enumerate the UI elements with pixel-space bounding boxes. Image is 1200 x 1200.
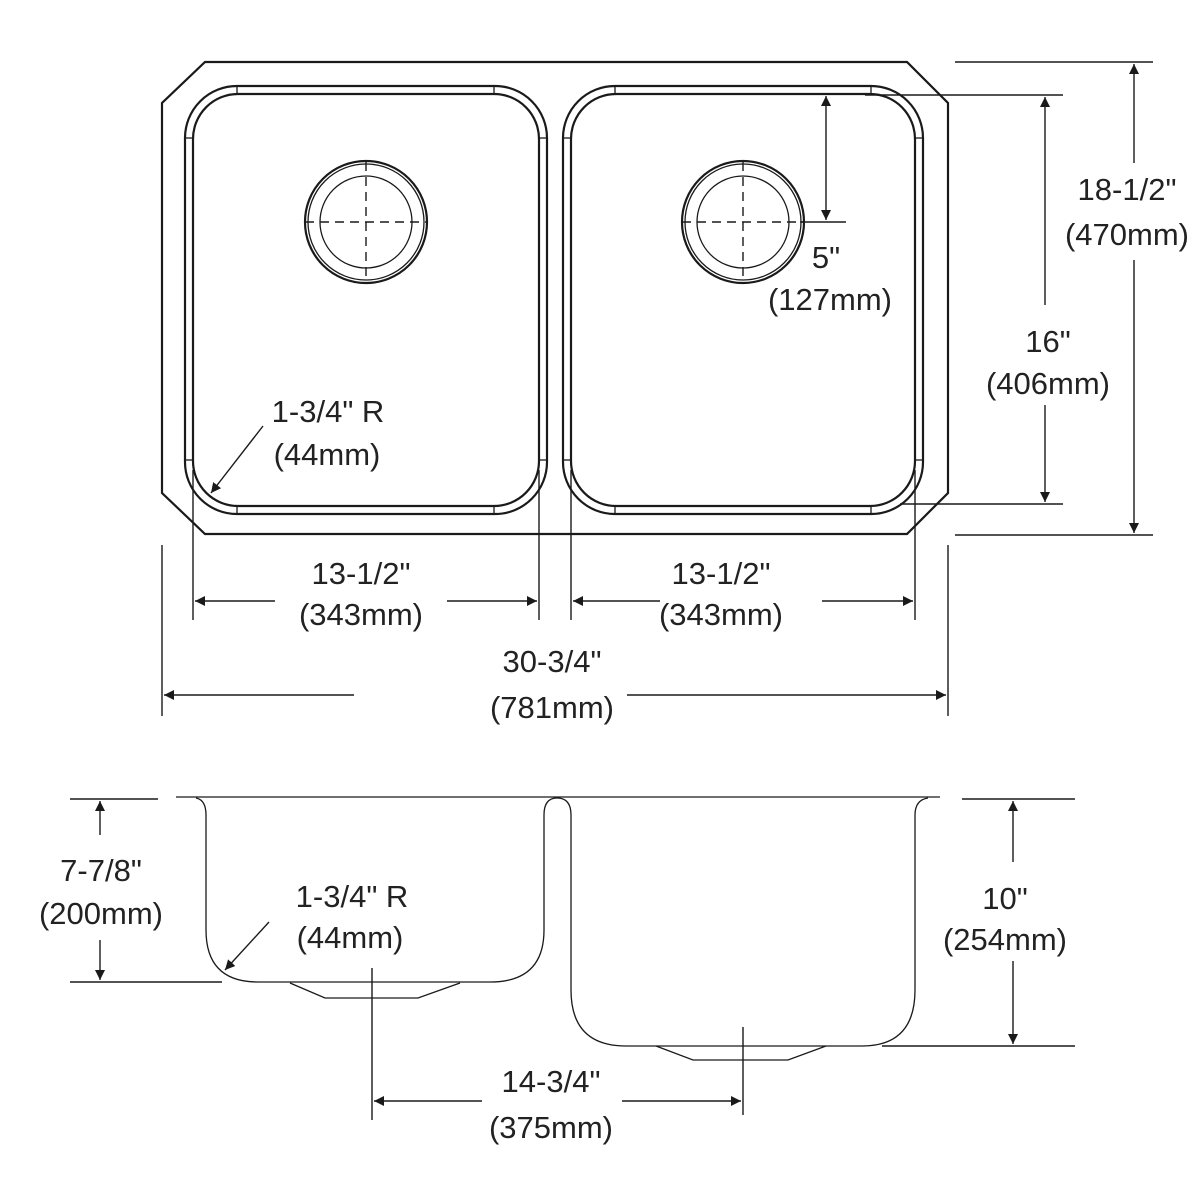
right-drain-nub: [655, 1045, 827, 1061]
left-bowl-width-dimension: 13-1/2" (343mm): [192, 470, 540, 632]
drain-center-distance-imperial: 14-3/4": [502, 1064, 601, 1099]
overall-width-metric: (781mm): [490, 690, 614, 725]
overall-depth-imperial: 18-1/2": [1078, 172, 1177, 207]
left-drain-nub: [289, 982, 461, 999]
left-bowl-profile: [195, 797, 572, 983]
right-bowl-width-imperial: 13-1/2": [672, 556, 771, 591]
top-corner-radius-callout: 1-3/4" R (44mm): [210, 394, 385, 494]
side-corner-radius-callout: 1-3/4" R (44mm): [224, 879, 409, 971]
drain-offset-imperial: 5": [812, 240, 840, 275]
right-bowl-width-dimension: 13-1/2" (343mm): [570, 470, 916, 632]
left-bowl-depth-dimension: 7-7/8" (200mm): [39, 798, 222, 983]
right-bowl-top: [561, 84, 925, 516]
right-bowl-depth-metric: (254mm): [943, 922, 1067, 957]
right-bowl-profile: [570, 797, 929, 1047]
side-radius-imperial: 1-3/4" R: [296, 879, 409, 914]
side-section-view: 7-7/8" (200mm) 1-3/4" R (44mm) 10" (254m…: [39, 796, 1075, 1145]
top-radius-metric: (44mm): [274, 437, 381, 472]
overall-width-imperial: 30-3/4": [503, 644, 602, 679]
right-bowl-depth-imperial: 10": [982, 881, 1028, 916]
drain-center-distance-dimension: 14-3/4" (375mm): [374, 1064, 741, 1145]
overall-depth-metric: (470mm): [1065, 217, 1189, 252]
overall-width-dimension: 30-3/4" (781mm): [161, 545, 949, 725]
right-bowl-width-metric: (343mm): [659, 597, 783, 632]
drain-offset-dimension: 5" (127mm): [768, 96, 892, 317]
overall-depth-dimension: 18-1/2" (470mm): [955, 61, 1189, 536]
top-radius-imperial: 1-3/4" R: [272, 394, 385, 429]
top-view: 5" (127mm) 1-3/4" R (44mm) 16" (406mm) 1…: [160, 60, 1189, 725]
left-bowl-width-metric: (343mm): [299, 597, 423, 632]
left-bowl-depth-metric: (200mm): [39, 896, 163, 931]
drain-offset-metric: (127mm): [768, 282, 892, 317]
left-drain: [303, 159, 429, 285]
bowl-depth-metric: (406mm): [986, 366, 1110, 401]
left-bowl-depth-imperial: 7-7/8": [60, 853, 142, 888]
drain-center-distance-metric: (375mm): [489, 1110, 613, 1145]
right-drain: [680, 159, 846, 285]
side-radius-metric: (44mm): [297, 920, 404, 955]
left-bowl-width-imperial: 13-1/2": [312, 556, 411, 591]
left-bowl-top: [183, 84, 549, 516]
sink-flange-outline: [160, 60, 950, 536]
bowl-depth-imperial: 16": [1025, 324, 1071, 359]
bowl-depth-dimension: 16" (406mm): [865, 94, 1110, 505]
right-bowl-depth-dimension: 10" (254mm): [882, 798, 1075, 1047]
